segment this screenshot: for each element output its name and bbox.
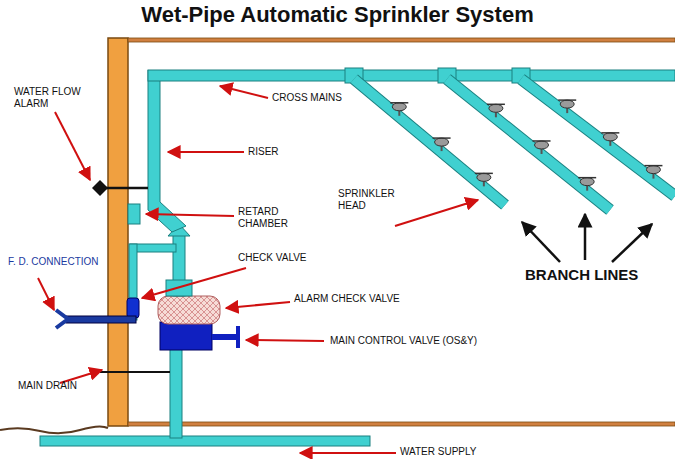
sprinkler-head xyxy=(487,104,505,117)
sprinkler-head xyxy=(433,138,451,151)
sprinkler-head xyxy=(558,100,576,113)
sprinkler-head xyxy=(533,141,551,154)
sprinkler-head xyxy=(578,178,596,191)
alarm-check-valve xyxy=(158,296,220,324)
ground-line xyxy=(0,426,108,433)
branch-pipe xyxy=(354,79,505,205)
branch-pipe xyxy=(521,79,675,196)
branch-arrows xyxy=(522,214,652,262)
branch-pipe xyxy=(354,79,505,205)
sprinkler-head xyxy=(644,166,662,179)
part-label: CHECK VALVE xyxy=(238,252,328,264)
supply-pipe xyxy=(40,436,370,446)
fd-connection xyxy=(56,310,68,328)
valve-handle xyxy=(236,326,240,348)
part-label: SPRINKLER HEAD xyxy=(338,188,408,212)
fd-pipe xyxy=(66,316,136,323)
part-label: WATER SUPPLY xyxy=(400,446,500,458)
part-label: ALARM CHECK VALVE xyxy=(294,293,414,305)
branch-pipe xyxy=(447,79,610,210)
control-valve xyxy=(160,322,212,350)
retard-chamber xyxy=(128,204,140,224)
branch-lines xyxy=(354,79,675,210)
part-label: RETARD CHAMBER xyxy=(238,206,308,230)
ceiling xyxy=(128,38,675,42)
leader-arrows xyxy=(38,86,478,453)
sprinkler-head xyxy=(601,133,619,146)
part-label: MAIN DRAIN xyxy=(18,380,98,392)
part-label: F. D. CONNECTION xyxy=(8,256,118,268)
sprinkler-head xyxy=(390,103,408,116)
title: Wet-Pipe Automatic Sprinkler System xyxy=(0,2,675,28)
floor xyxy=(128,422,675,426)
supply-riser xyxy=(170,348,182,438)
part-label: RISER xyxy=(248,146,298,158)
cross-main xyxy=(148,70,675,81)
sprinkler-head xyxy=(475,173,493,186)
check-valve xyxy=(127,298,139,318)
part-label: CROSS MAINS xyxy=(272,92,362,104)
valve-stem xyxy=(212,334,238,340)
part-label: MAIN CONTROL VALVE (OS&Y) xyxy=(330,335,500,347)
wall xyxy=(108,38,128,426)
branch-pipe xyxy=(521,79,675,196)
water-flow-alarm xyxy=(92,180,108,196)
branch-pipe xyxy=(447,79,610,210)
drain-pipe xyxy=(100,371,170,373)
part-label: BRANCH LINES xyxy=(525,266,665,284)
part-label: WATER FLOW ALARM xyxy=(14,86,94,110)
